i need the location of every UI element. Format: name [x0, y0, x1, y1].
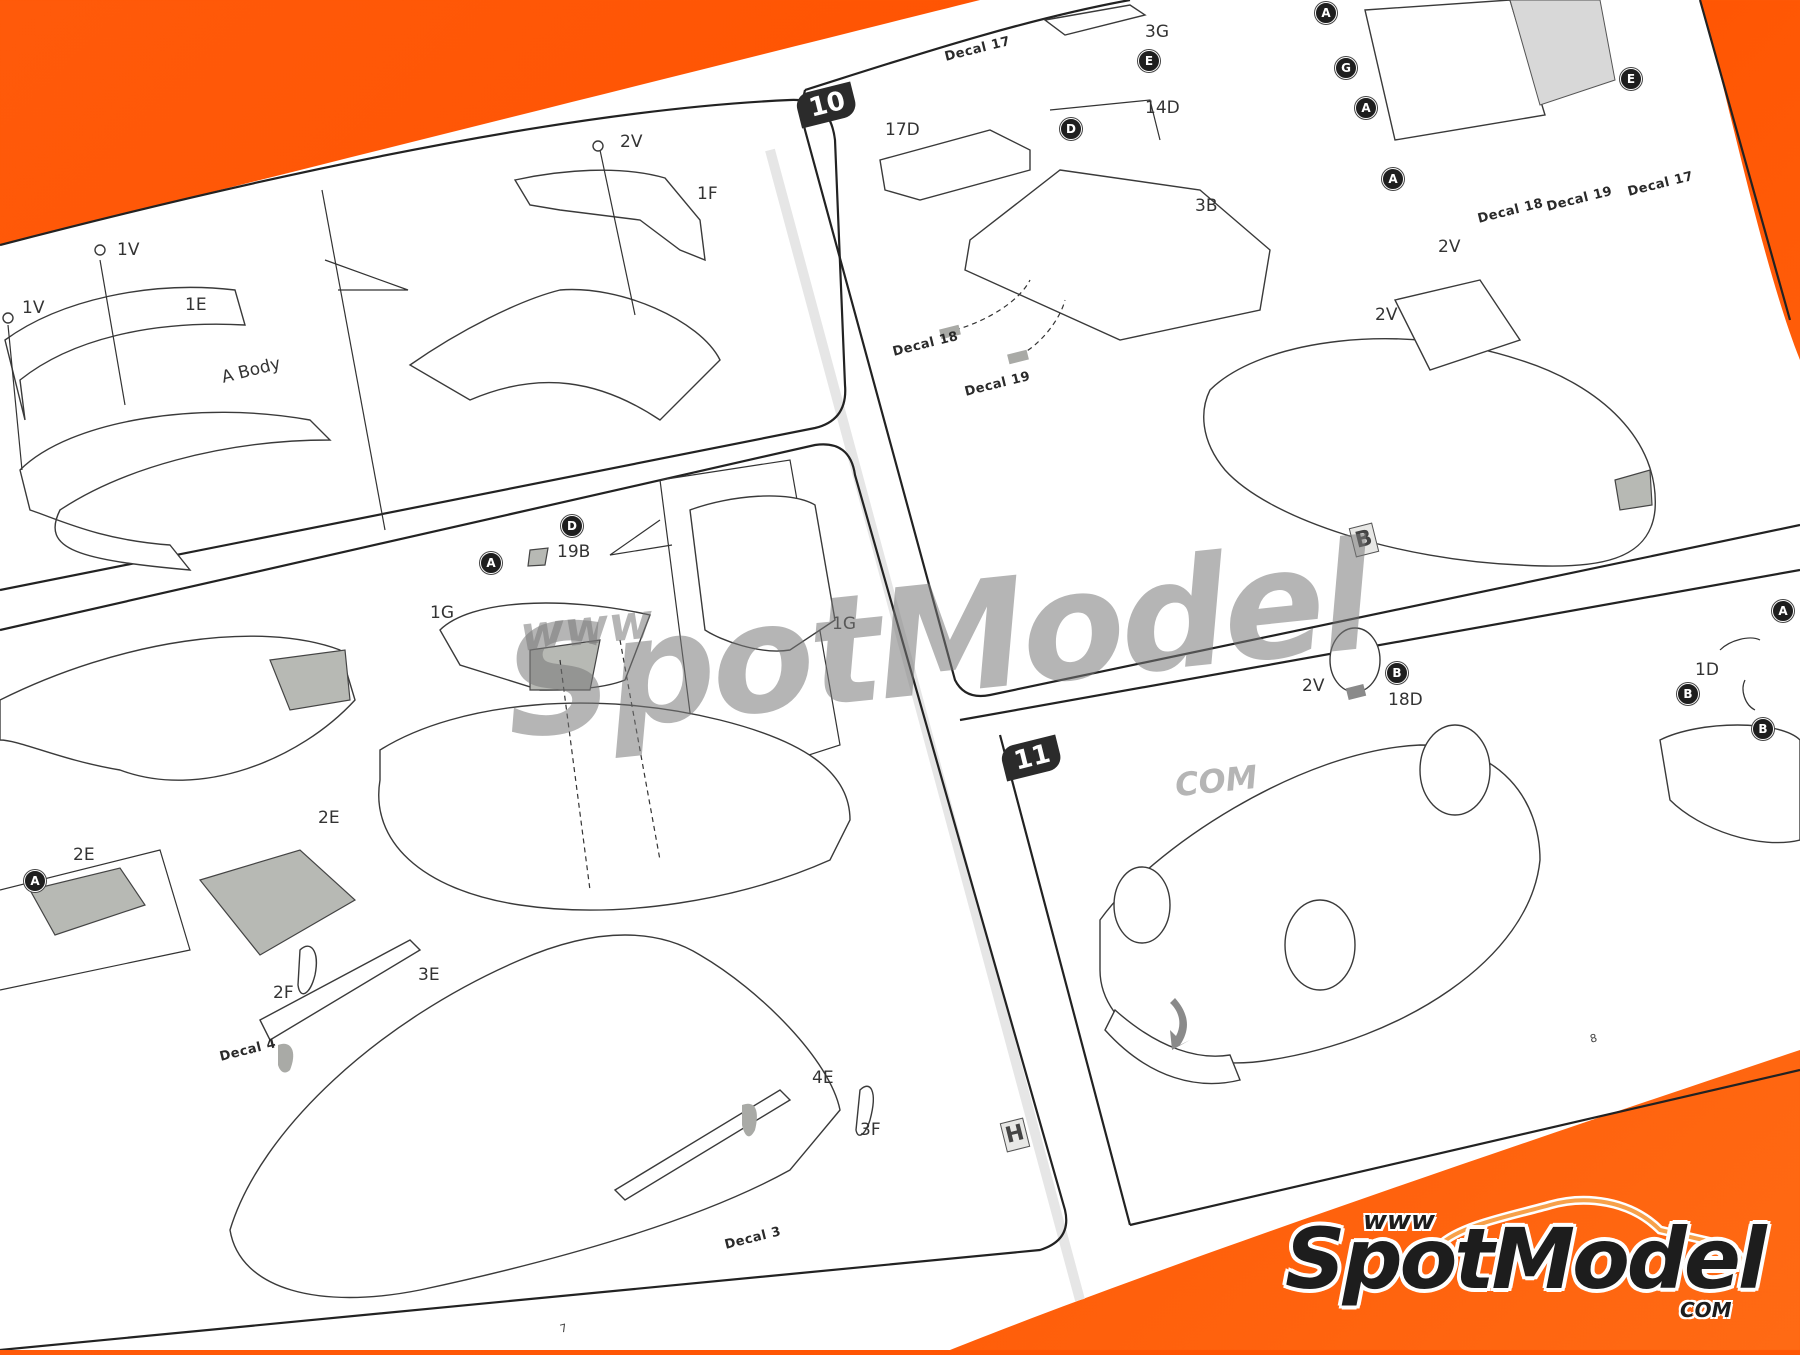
label-part-18d: 18D — [1388, 690, 1423, 710]
label-part-14d: 14D — [1145, 98, 1180, 118]
label-screw-2v-step11: 2V — [1302, 676, 1324, 696]
detail-badge-g: G — [1335, 57, 1357, 79]
label-part-3b: 3B — [1195, 196, 1217, 216]
badge-b-step11-lower: B — [1752, 718, 1774, 740]
label-part-1e: 1E — [185, 295, 207, 315]
label-part-19b: 19B — [557, 542, 590, 562]
wheel-drawing — [1330, 628, 1380, 692]
label-part-3e: 3E — [418, 965, 440, 985]
wheel-drawing — [1420, 725, 1490, 815]
badge-d-step10: D — [1060, 118, 1082, 140]
screw-icon — [95, 245, 105, 255]
badge-a-inset: A — [24, 870, 46, 892]
label-part-3g: 3G — [1145, 22, 1169, 42]
label-part-2f: 2F — [273, 983, 294, 1003]
label-screw-2v-left: 2V — [1375, 305, 1397, 325]
label-screw-2v: 2V — [620, 132, 642, 152]
label-screw-1v-mid: 1V — [117, 240, 139, 260]
label-screw-1v-left: 1V — [22, 298, 44, 318]
label-part-17d: 17D — [885, 120, 920, 140]
detail-badge-a-3: A — [1382, 168, 1404, 190]
badge-e-step10: E — [1138, 50, 1160, 72]
detail-badge-a-1: A — [1315, 2, 1337, 24]
label-part-4e: 4E — [812, 1068, 834, 1088]
windshield-inset-drawing — [690, 496, 835, 651]
wheel-drawing — [1114, 867, 1170, 943]
badge-a: A — [480, 552, 502, 574]
wheel-drawing — [1285, 900, 1355, 990]
detail-badge-a-2: A — [1355, 97, 1377, 119]
detail-badge-e: E — [1620, 68, 1642, 90]
label-part-1g: 1G — [430, 603, 454, 623]
label-part-1d: 1D — [1695, 660, 1719, 680]
badge-a-step11: A — [1772, 600, 1794, 622]
spotmodel-logo: www SpotModel COM — [1285, 1190, 1745, 1320]
screw-icon — [3, 313, 13, 323]
label-part-1f: 1F — [697, 184, 718, 204]
screw-icon — [593, 141, 603, 151]
badge-d: D — [561, 515, 583, 537]
label-part-2e: 2E — [318, 808, 340, 828]
label-part-3f: 3F — [860, 1120, 881, 1140]
label-screw-2v-top: 2V — [1438, 237, 1460, 257]
mirror-19b-drawing — [528, 548, 548, 566]
logo-brand: SpotModel — [1285, 1210, 1764, 1308]
label-part-2e-inset: 2E — [73, 845, 95, 865]
label-part-1g-inset: 1G — [832, 614, 856, 634]
badge-b-step11-left: B — [1677, 683, 1699, 705]
badge-b-step11-top: B — [1386, 662, 1408, 684]
logo-com: COM — [1680, 1298, 1732, 1322]
